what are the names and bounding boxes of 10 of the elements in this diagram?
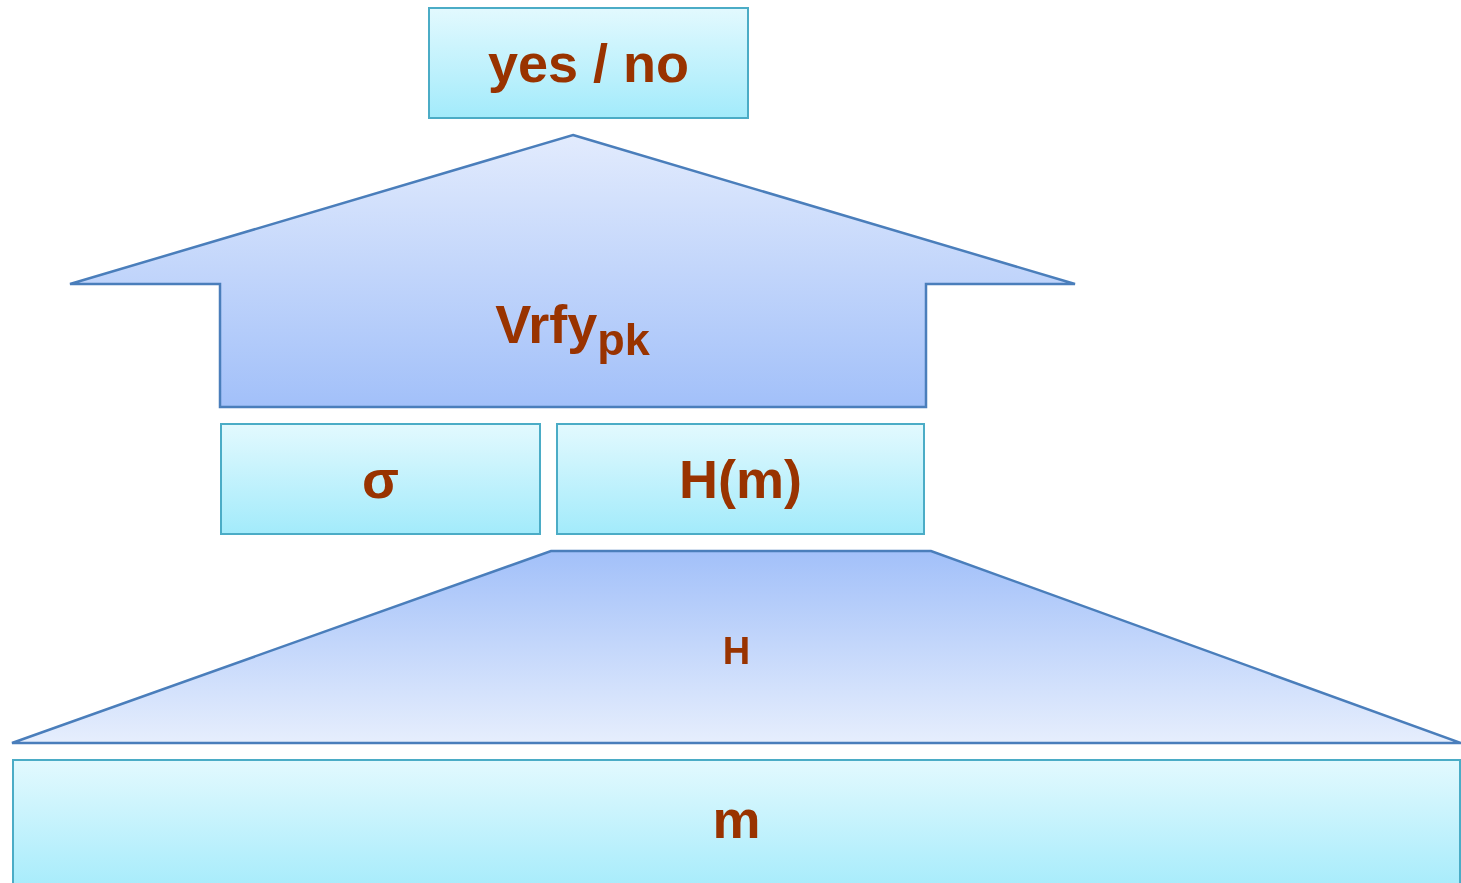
result-box [428,7,749,119]
node-label: H [722,632,751,670]
message-box [12,759,1461,883]
trapezoid-shape [12,551,1461,743]
signature-box [220,423,541,535]
hash-value-box [556,423,925,535]
node-label: Vrfy$_{pk}$ [495,296,650,362]
node-label: σ [362,452,399,506]
node-label: m [712,792,761,846]
up-arrow-shape [70,135,1075,407]
